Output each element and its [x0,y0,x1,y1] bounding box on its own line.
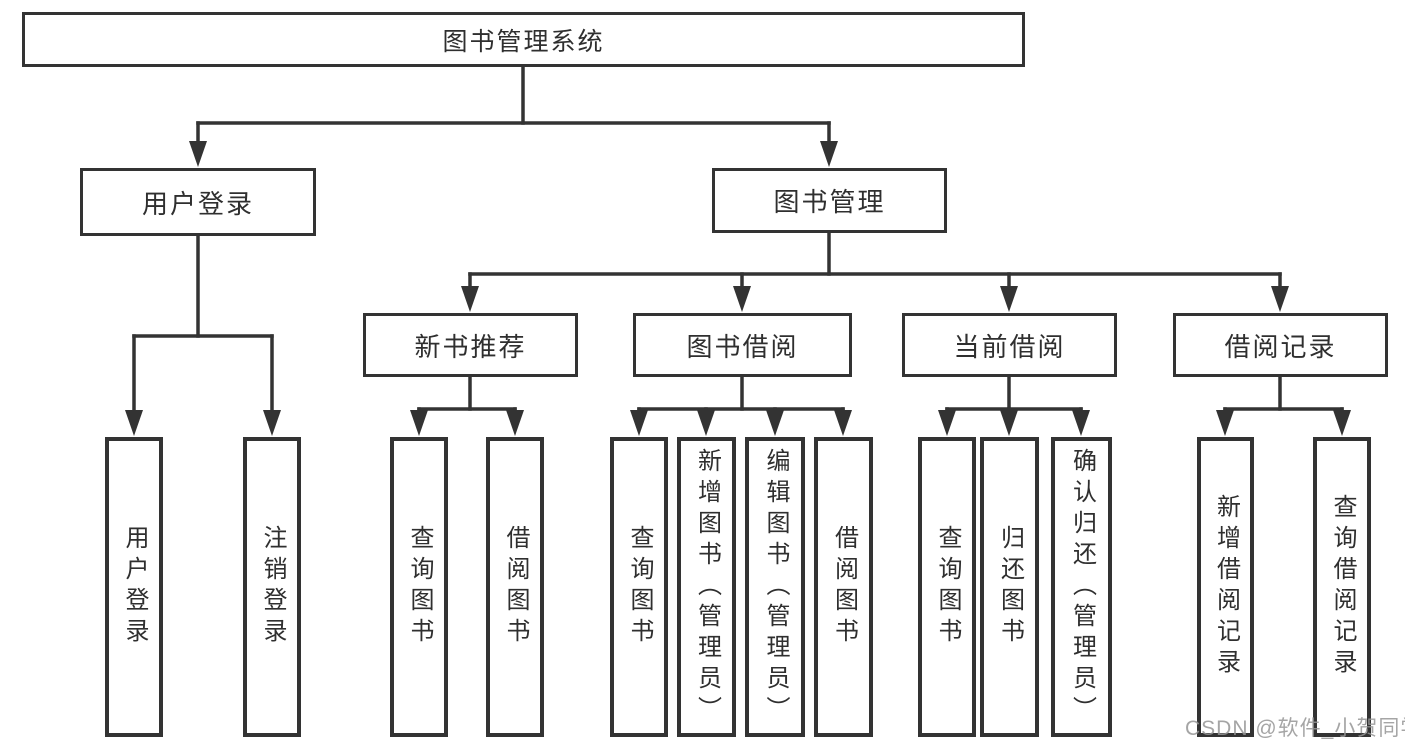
arrowheads [125,141,1351,436]
node-new-book-recommend: 新书推荐 [363,313,578,377]
leaf-add-borrow-record: 新增借阅记录 [1197,437,1254,737]
node-borrow-records-label: 借阅记录 [1224,331,1337,362]
leaf-add-books-admin: 新增图书（管理员） [677,437,736,737]
node-user-login-label: 用户登录 [141,188,254,219]
leaf-edit-books-admin: 编辑图书（管理员） [745,437,805,737]
leaf-logout: 注销登录 [243,437,301,737]
leaf-borrow-books-borrowing: 借阅图书 [814,437,873,737]
csdn-watermark: CSDN @软件_小贺同学 [1185,717,1405,740]
leaf-user-login: 用户登录 [105,437,163,737]
leaf-confirm-return-admin: 确认归还（管理员） [1051,437,1112,737]
leaf-borrow-books-recommend: 借阅图书 [486,437,544,737]
leaf-query-books-current: 查询图书 [918,437,976,737]
node-borrow-records: 借阅记录 [1173,313,1388,377]
node-book-borrowing: 图书借阅 [633,313,852,377]
leaf-return-books: 归还图书 [980,437,1039,737]
leaf-query-borrow-record: 查询借阅记录 [1313,437,1371,737]
node-book-management-label: 图书管理 [773,187,886,217]
node-book-borrowing-label: 图书借阅 [686,331,799,362]
node-library-system-label: 图书管理系统 [442,27,605,56]
node-book-management: 图书管理 [712,168,947,233]
leaf-query-books-recommend: 查询图书 [390,437,448,737]
node-user-login: 用户登录 [80,168,316,236]
node-current-borrowing-label: 当前借阅 [953,331,1066,362]
node-library-system: 图书管理系统 [22,12,1025,67]
leaf-query-books-borrowing: 查询图书 [610,437,668,737]
node-current-borrowing: 当前借阅 [902,313,1117,377]
node-new-book-recommend-label: 新书推荐 [414,331,527,362]
